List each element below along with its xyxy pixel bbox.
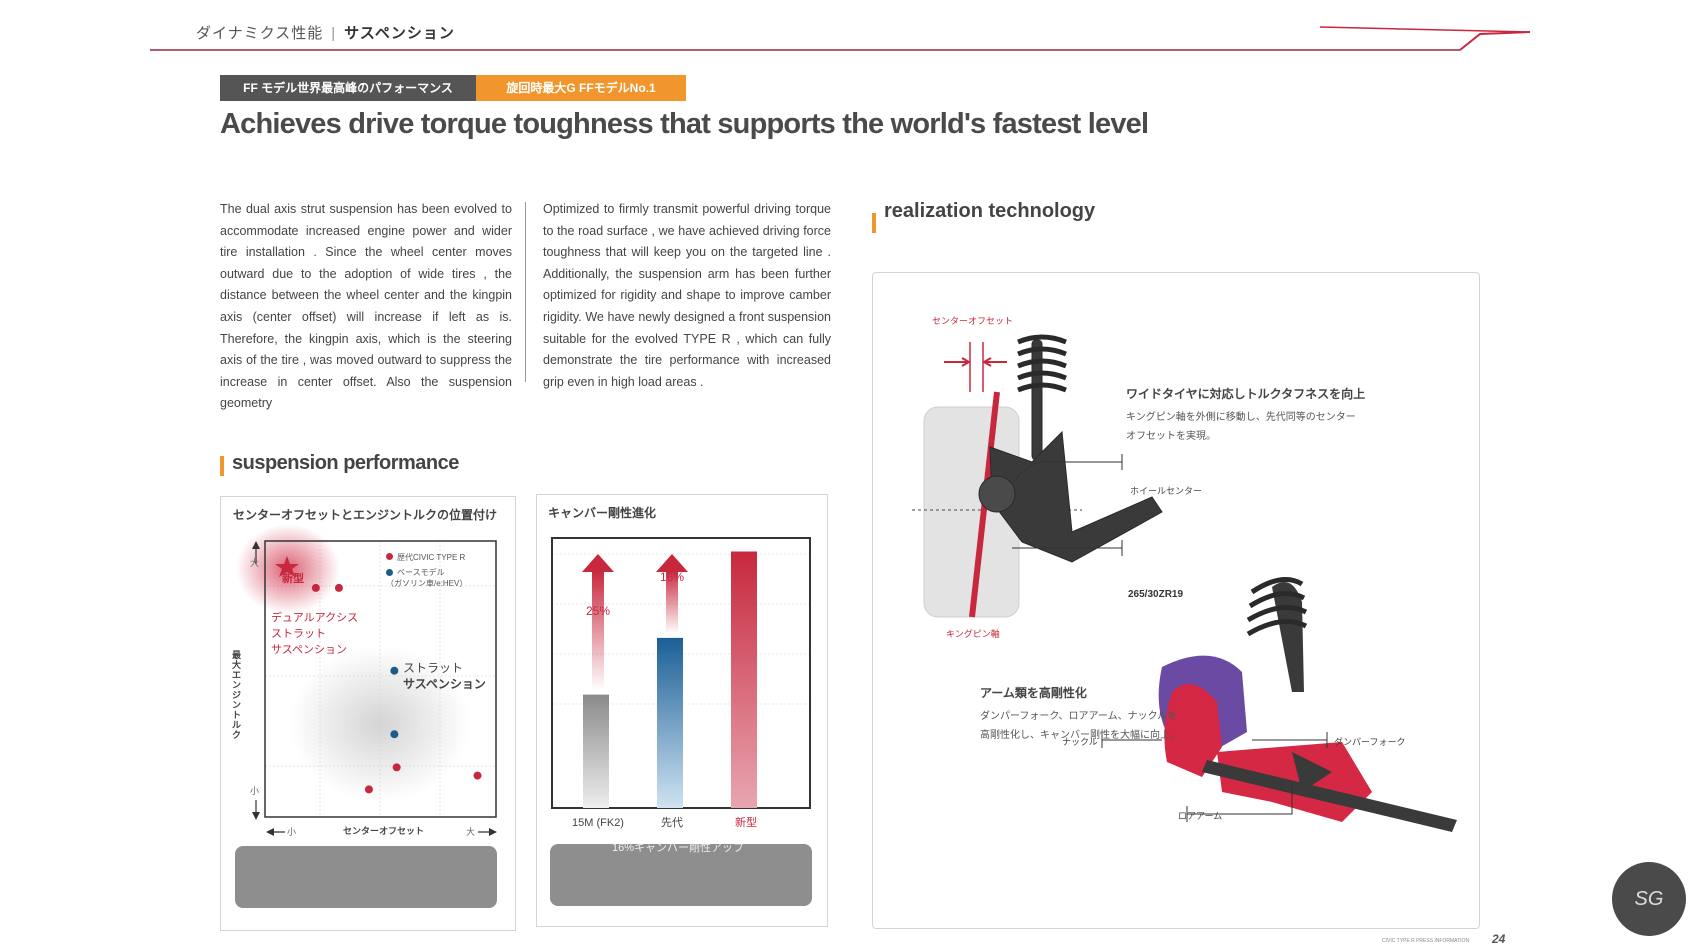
legend-item-type-r: 歴代CIVIC TYPE R bbox=[386, 552, 467, 563]
note2-title: アーム類を高剛性化 bbox=[980, 686, 1087, 700]
strut-label-2: サスペンション bbox=[403, 677, 486, 691]
note2-body: ダンパーフォーク、ロアアーム、ナックルを高剛性化し、キャンバー剛性を大幅に向上。 bbox=[980, 711, 1180, 741]
bar-annotation: 16% bbox=[660, 570, 684, 584]
bar-category-label: 新型 bbox=[735, 815, 757, 829]
scatter-legend: 歴代CIVIC TYPE R ベースモデル （ガソリン車/e:HEV） bbox=[386, 552, 467, 589]
realization-title: realization technology bbox=[884, 200, 1096, 222]
bar-chart: 25% 16% 15M (FK2) 先代 新型 bbox=[551, 537, 811, 829]
bar-panel-title: キャンバー剛性進化 bbox=[548, 506, 657, 520]
legend-dot-type-r bbox=[386, 553, 393, 560]
note1-title: ワイドタイヤに対応しトルクタフネスを向上 bbox=[1126, 387, 1366, 401]
bar bbox=[657, 637, 683, 808]
realization-marker bbox=[872, 213, 876, 233]
kingpin-label: キングピン軸 bbox=[946, 629, 1000, 639]
x-axis-label: センターオフセット bbox=[343, 826, 425, 836]
legend-label-base: ベースモデル （ガソリン車/e:HEV） bbox=[386, 568, 468, 588]
legend-item-base: ベースモデル （ガソリン車/e:HEV） bbox=[386, 567, 467, 589]
scatter-point bbox=[392, 763, 401, 772]
scatter-panel-button[interactable] bbox=[235, 846, 497, 908]
breadcrumb-section: ダイナミクス性能 bbox=[196, 25, 324, 42]
bar-arrow-head bbox=[656, 554, 688, 572]
legend-label-type-r: 歴代CIVIC TYPE R bbox=[397, 553, 466, 562]
body-column-2: Optimized to firmly transmit powerful dr… bbox=[543, 202, 831, 389]
breadcrumb-current: サスペンション bbox=[344, 25, 455, 42]
bar-arrow-shaft bbox=[666, 570, 678, 634]
body-column-1: The dual axis strut suspension has been … bbox=[220, 202, 512, 411]
scatter-point bbox=[390, 666, 399, 675]
legend-dot-base bbox=[386, 569, 393, 576]
scatter-panel-title: センターオフセットとエンジントルクの位置付け bbox=[233, 508, 498, 522]
bar-arrow-shaft bbox=[592, 570, 604, 691]
knuckle-label: ナックル bbox=[1062, 737, 1098, 747]
bar-category-label: 先代 bbox=[661, 816, 683, 829]
scatter-chart bbox=[236, 524, 497, 836]
lower-suspension-assembly bbox=[1158, 577, 1457, 832]
new-model-star bbox=[275, 556, 299, 577]
x-high-label: 大 bbox=[466, 827, 476, 837]
tag-performance: FF モデル世界最高峰のパフォーマンス bbox=[220, 75, 476, 101]
lower-arm-label: ロアアーム bbox=[1178, 811, 1223, 821]
page-number: 24 bbox=[1492, 932, 1506, 946]
bar bbox=[583, 694, 609, 808]
bar-category-label: 15M (FK2) bbox=[572, 817, 624, 829]
scatter-point bbox=[311, 583, 320, 592]
bar-panel-button[interactable] bbox=[550, 844, 812, 906]
scatter-point bbox=[334, 583, 343, 592]
dual-axis-label: デュアルアクシス ストラット サスペンション bbox=[271, 612, 359, 656]
scatter-point bbox=[364, 785, 373, 794]
bar-annotation: 25% bbox=[586, 604, 610, 618]
breadcrumb: ダイナミクス性能 | サスペンション bbox=[196, 22, 455, 43]
bar bbox=[731, 551, 757, 808]
x-low-label: 小 bbox=[287, 827, 297, 837]
bar-arrow-head bbox=[582, 554, 614, 572]
wheel-center-label: ホイールセンター bbox=[1130, 486, 1203, 496]
scatter-point bbox=[473, 771, 482, 780]
y-high-label: 大 bbox=[250, 558, 260, 568]
center-offset-label: センターオフセット bbox=[932, 316, 1014, 326]
sg-badge[interactable]: SG bbox=[1612, 862, 1686, 936]
y-axis-label: 最大エンジントルク bbox=[232, 650, 242, 740]
strut-label-1: ストラット bbox=[403, 661, 464, 675]
column-divider bbox=[525, 202, 526, 382]
breadcrumb-divider: | bbox=[331, 25, 337, 42]
suspension-illustration bbox=[912, 334, 1457, 832]
section-marker bbox=[220, 456, 224, 476]
page-title: Achieves drive torque toughness that sup… bbox=[220, 108, 1149, 140]
damper-fork-label: ダンパーフォーク bbox=[1334, 737, 1406, 747]
new-model-label: 新型 bbox=[282, 573, 304, 585]
footer-caption: CIVIC TYPE R PRESS INFORMATION bbox=[1382, 938, 1470, 944]
bar-panel-footer-text: 16%キャンバー剛性アップ bbox=[612, 842, 745, 854]
strut-cluster-blob bbox=[290, 646, 470, 802]
scatter-point bbox=[390, 730, 399, 739]
suspension-performance-title: suspension performance bbox=[232, 452, 459, 474]
note1-body: キングピン軸を外側に移動し、先代同等のセンターオフセットを実現。 bbox=[1126, 412, 1356, 442]
tag-max-g: 旋回時最大G FFモデルNo.1 bbox=[476, 75, 686, 101]
header-rule bbox=[150, 26, 1531, 51]
y-low-label: 小 bbox=[250, 786, 260, 796]
tire-size-label: 265/30ZR19 bbox=[1128, 589, 1184, 600]
